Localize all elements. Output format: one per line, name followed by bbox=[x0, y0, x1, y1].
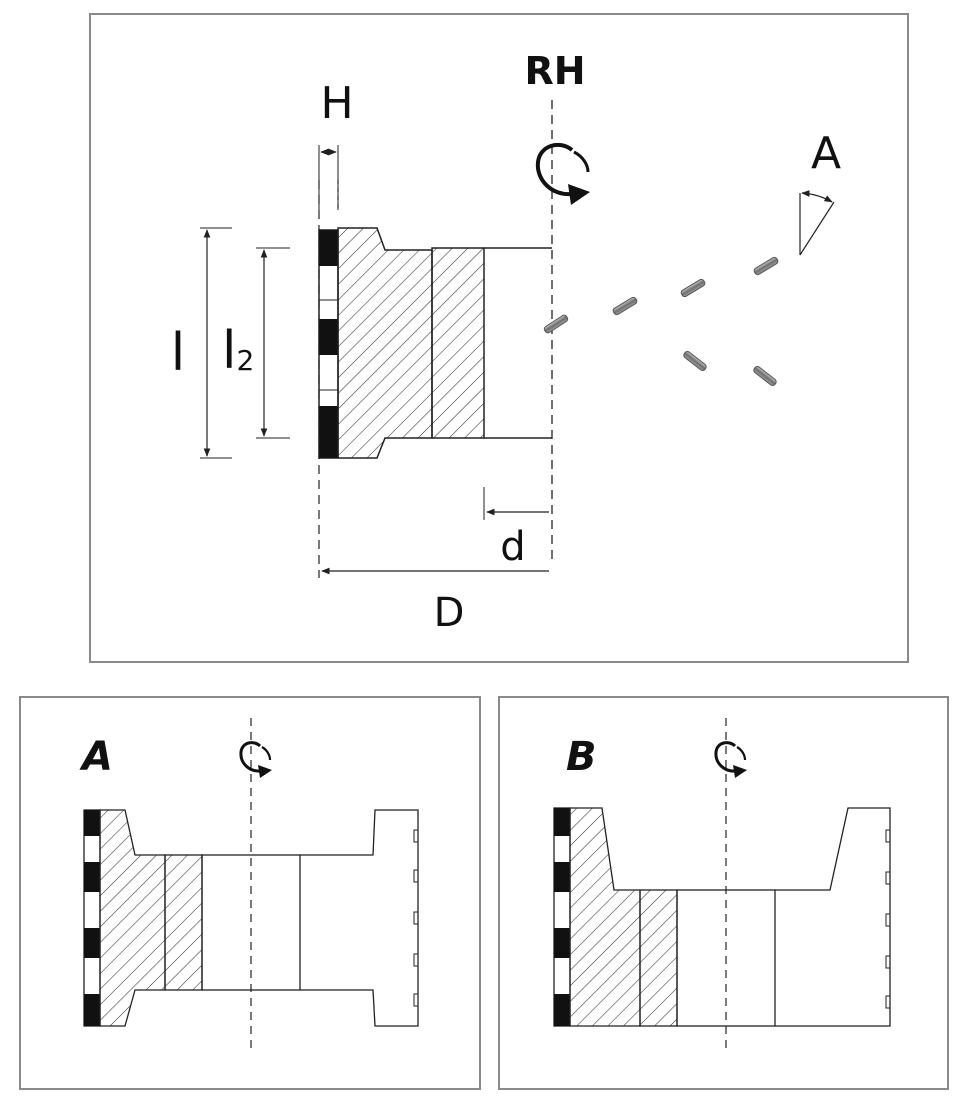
rotation-arrow-icon bbox=[535, 142, 590, 205]
variant-b-diagram: B bbox=[498, 696, 949, 1090]
label-H: H bbox=[320, 78, 353, 129]
variant-b-frame bbox=[498, 696, 949, 1090]
bore-ring bbox=[431, 247, 485, 439]
tool-body bbox=[337, 227, 433, 459]
angle-indicator bbox=[799, 190, 835, 256]
variant-b-label: B bbox=[566, 734, 597, 780]
main-diagram: H RH A l l2 d D bbox=[89, 13, 909, 663]
cutting-segments bbox=[318, 229, 339, 459]
label-l2: l2 bbox=[222, 321, 254, 381]
variant-a-frame bbox=[19, 696, 481, 1090]
main-frame bbox=[89, 13, 909, 663]
label-d: d bbox=[500, 524, 525, 570]
variant-a-segments bbox=[83, 809, 101, 1027]
variant-a-label: A bbox=[79, 734, 113, 780]
pin-trajectory bbox=[543, 256, 779, 387]
variant-b-rotation-icon bbox=[714, 741, 747, 778]
label-RH: RH bbox=[524, 49, 585, 93]
label-A: A bbox=[811, 128, 841, 179]
bore-outline bbox=[484, 247, 552, 439]
label-l: l bbox=[171, 323, 185, 383]
variant-a-diagram: A bbox=[19, 696, 481, 1090]
variant-b-segments bbox=[553, 807, 571, 1027]
label-D: D bbox=[434, 590, 465, 636]
variant-a-rotation-icon bbox=[239, 741, 272, 778]
